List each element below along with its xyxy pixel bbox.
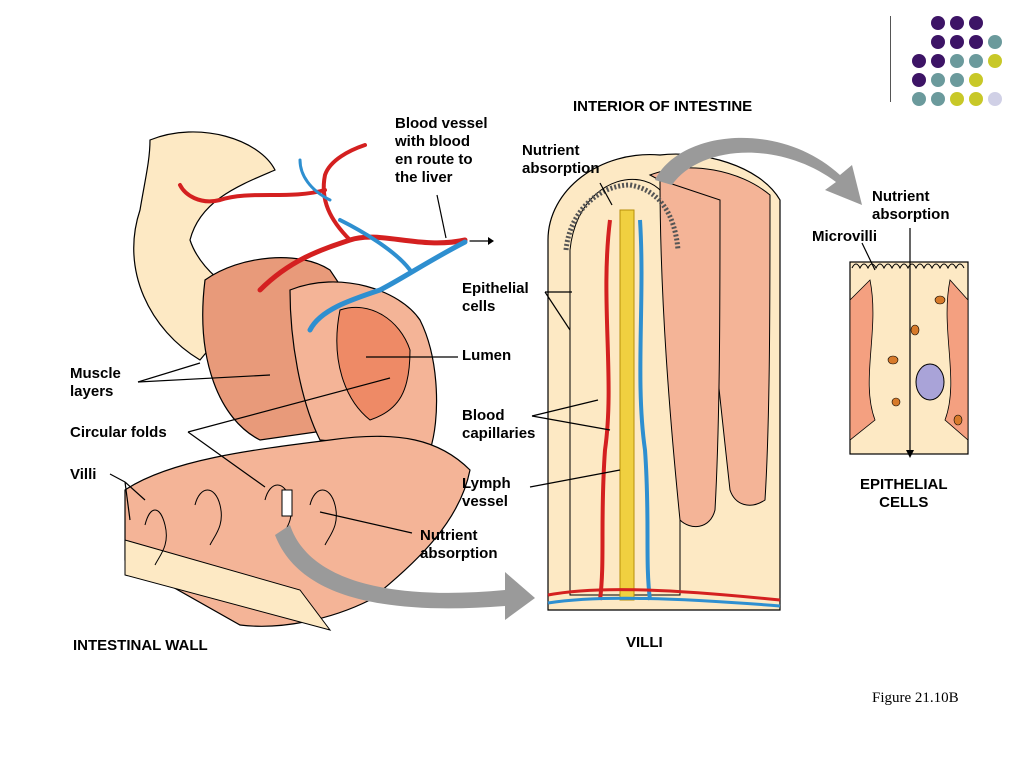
decorative-dot (912, 73, 926, 87)
villi-detail-block (547, 153, 781, 611)
flow-arrows (275, 137, 862, 620)
decorative-dot (912, 92, 926, 106)
nutrient-absorption-right-label: Nutrient absorption (872, 188, 950, 223)
villi-label: Villi (70, 466, 97, 483)
decorative-dot (969, 54, 983, 68)
mesenteric-blood-vessels (178, 143, 494, 333)
decorative-dot (969, 35, 983, 49)
decorative-dot (950, 92, 964, 106)
decorative-dot (988, 92, 1002, 106)
intestinal-wall-caption: INTESTINAL WALL (73, 637, 208, 654)
microvilli-label: Microvilli (812, 228, 878, 245)
decorative-dot (931, 35, 945, 49)
decorative-dot (950, 16, 964, 30)
lumen-label: Lumen (462, 347, 512, 364)
corner-divider-line (890, 16, 891, 102)
circular-folds-label: Circular folds (70, 424, 167, 441)
decorative-dot (931, 92, 945, 106)
decorative-dot (950, 35, 964, 49)
nutrient-absorption-bottom-label: Nutrient absorption (420, 527, 498, 562)
nutrient-absorption-top-label: Nutrient absorption (522, 142, 600, 177)
decorative-dot (988, 54, 1002, 68)
decorative-dot (931, 73, 945, 87)
blood-capillaries-label: Blood capillaries (462, 407, 536, 442)
epithelial-cells-caption: EPITHELIAL CELLS (860, 476, 948, 511)
epithelial-cells-label: Epithelial cells (462, 280, 529, 315)
lymph-vessel-label: Lymph vessel (462, 475, 511, 510)
intestinal-tube (124, 131, 471, 631)
interior-of-intestine-title: INTERIOR OF INTESTINE (573, 98, 753, 115)
muscle-layers-label: Muscle layers (70, 365, 121, 400)
decorative-dot (931, 54, 945, 68)
decorative-dot (988, 35, 1002, 49)
figure-number: Figure 21.10B (872, 690, 959, 706)
epithelial-cells-detail (849, 228, 969, 458)
blood-vessel-label: Blood vessel with blood en route to the … (395, 115, 488, 186)
label-leader-lines (109, 182, 876, 534)
decorative-dot (969, 73, 983, 87)
villi-caption: VILLI (626, 634, 663, 651)
decorative-dot (969, 16, 983, 30)
decorative-dot (912, 54, 926, 68)
decorative-dot (950, 73, 964, 87)
decorative-dot (969, 92, 983, 106)
decorative-dot (950, 54, 964, 68)
decorative-dot (931, 16, 945, 30)
